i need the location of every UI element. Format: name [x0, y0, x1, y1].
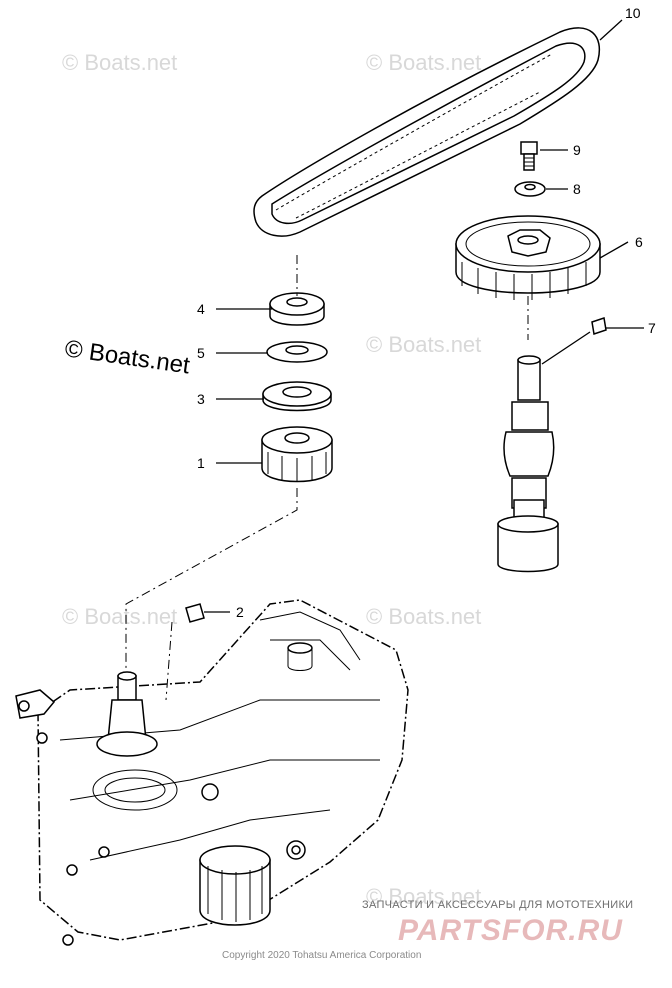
- crank-key: [185, 603, 205, 623]
- copyright-label: © Boats.net: [63, 335, 192, 379]
- brand-logo: PARTSFOR.RU: [398, 914, 623, 947]
- nut: [269, 292, 325, 326]
- watermark: © Boats.net: [366, 332, 481, 357]
- callout-5: 5: [197, 345, 205, 361]
- watermark: © Boats.net: [62, 50, 177, 75]
- callout-7: 7: [648, 320, 656, 336]
- brand-tagline: ЗАПЧАСТИ И АКСЕССУАРЫ ДЛЯ МОТОТЕХНИКИ: [362, 899, 633, 911]
- callout-2: 2: [236, 604, 244, 620]
- watermark: © Boats.net: [366, 50, 481, 75]
- engine-block: [15, 599, 409, 946]
- callout-4: 4: [197, 301, 205, 317]
- callout-labels: 10 9 8 6 7 4 5 3 1 2: [197, 5, 656, 620]
- washer-3: [262, 381, 332, 412]
- callout-3: 3: [197, 391, 205, 407]
- plate-washer: [266, 341, 328, 363]
- leader-lines: [204, 19, 644, 613]
- watermark: © Boats.net: [62, 604, 177, 629]
- callout-9: 9: [573, 142, 581, 158]
- alignment-lines: [125, 255, 529, 701]
- footer-copyright: Copyright 2020 Tohatsu America Corporati…: [222, 950, 421, 961]
- bolt: [520, 141, 538, 171]
- woodruff-key: [591, 317, 607, 335]
- timing-belt: [253, 27, 601, 237]
- callout-6: 6: [635, 234, 643, 250]
- callout-8: 8: [573, 181, 581, 197]
- washer-8: [514, 181, 546, 197]
- callout-10: 10: [625, 5, 641, 21]
- watermark: © Boats.net: [366, 604, 481, 629]
- callout-1: 1: [197, 455, 205, 471]
- crank-pulley: [261, 426, 333, 483]
- camshaft: [497, 355, 559, 573]
- cam-pulley: [455, 215, 601, 300]
- watermark: © Boats.net: [366, 884, 481, 909]
